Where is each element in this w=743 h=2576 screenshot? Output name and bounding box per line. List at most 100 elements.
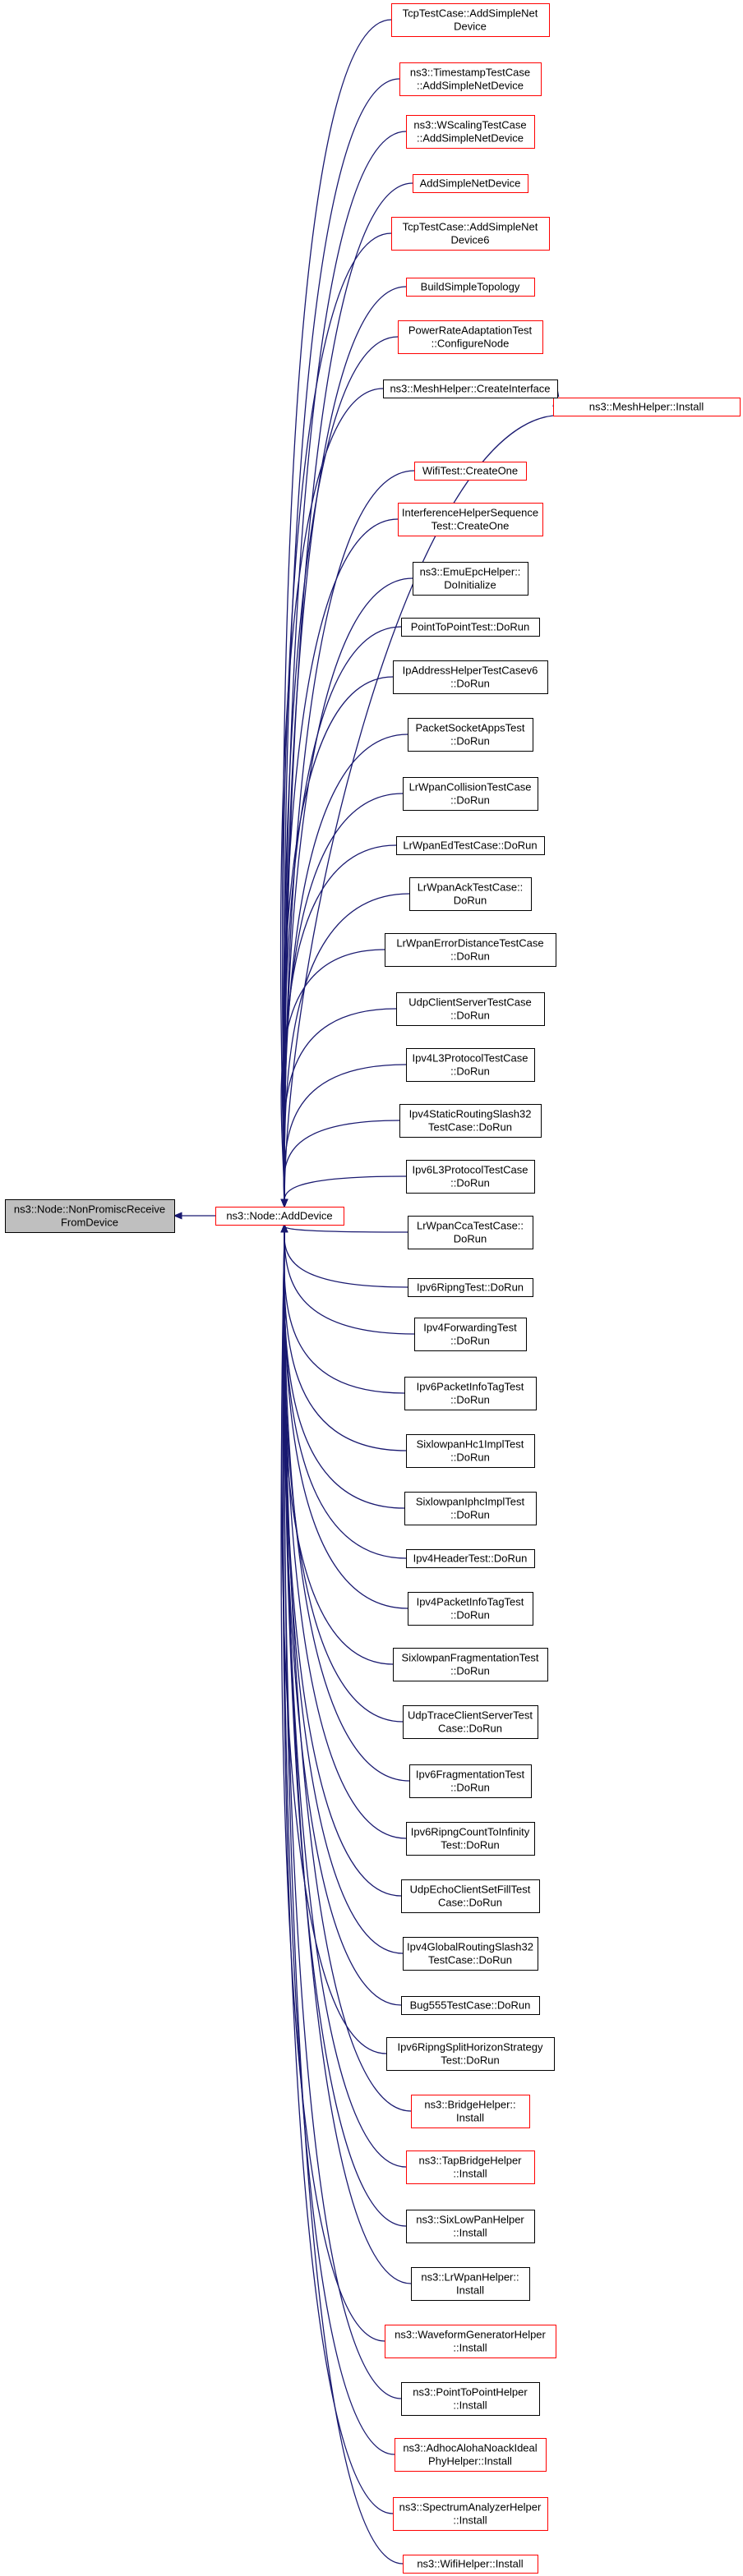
node-label: TestCase::DoRun (428, 1954, 512, 1966)
node-label: ns3::Node::NonPromiscReceive (14, 1203, 165, 1216)
node-caller-c36[interactable]: Bug555TestCase::DoRun (401, 1996, 540, 2015)
node-label: ns3::EmuEpcHelper:: (420, 566, 521, 578)
node-caller-c2[interactable]: ns3::WScalingTestCase::AddSimpleNetDevic… (406, 115, 535, 149)
node-mesh-helper-install[interactable]: ns3::MeshHelper::Install (553, 398, 741, 416)
edge-caller-1 (280, 78, 400, 1208)
node-label: ns3::WaveformGeneratorHelper (395, 2329, 546, 2341)
node-caller-c19[interactable]: Ipv4L3ProtocolTestCase::DoRun (406, 1048, 535, 1082)
node-label: ::DoRun (450, 1177, 490, 1189)
node-caller-c39[interactable]: ns3::TapBridgeHelper::Install (406, 2150, 535, 2184)
edge-caller-45 (280, 1223, 394, 2514)
node-label: Install (456, 2112, 484, 2124)
node-label: UdpTraceClientServerTest (408, 1709, 533, 1722)
node-caller-c10[interactable]: ns3::EmuEpcHelper::DoInitialize (413, 562, 528, 596)
node-caller-c21[interactable]: Ipv6L3ProtocolTestCase::DoRun (406, 1160, 535, 1194)
graph-nodes: ns3::Node::NonPromiscReceiveFromDevicens… (5, 3, 741, 2574)
node-label: ns3::BridgeHelper:: (424, 2099, 515, 2111)
node-caller-c9[interactable]: InterferenceHelperSequenceTest::CreateOn… (398, 503, 543, 536)
node-label: Device6 (451, 234, 490, 246)
node-caller-c27[interactable]: SixlowpanIphcImplTest::DoRun (404, 1492, 537, 1525)
node-label: IpAddressHelperTestCasev6 (403, 665, 538, 677)
node-caller-c23[interactable]: Ipv6RipngTest::DoRun (408, 1278, 533, 1297)
node-label: Install (456, 2284, 484, 2297)
node-label: AddSimpleNetDevice (420, 177, 521, 190)
node-caller-c25[interactable]: Ipv6PacketInfoTagTest::DoRun (404, 1377, 537, 1410)
node-label: Ipv6PacketInfoTagTest (417, 1381, 524, 1393)
node-caller-c15[interactable]: LrWpanEdTestCase::DoRun (396, 836, 545, 855)
edge-caller-46 (280, 1223, 404, 2564)
node-caller-c38[interactable]: ns3::BridgeHelper::Install (411, 2095, 530, 2128)
node-label: ::DoRun (450, 1394, 490, 1406)
node-label: Case::DoRun (438, 1897, 502, 1909)
edge-caller-7 (279, 388, 384, 1208)
node-caller-c26[interactable]: SixlowpanHc1ImplTest::DoRun (406, 1434, 535, 1468)
graph-edges (173, 19, 560, 2564)
node-caller-c24[interactable]: Ipv4ForwardingTest::DoRun (414, 1318, 527, 1351)
node-caller-c1[interactable]: ns3::TimestampTestCase::AddSimpleNetDevi… (399, 62, 542, 96)
node-label: Ipv6RipngTest::DoRun (417, 1281, 524, 1294)
node-label: Ipv4PacketInfoTagTest (417, 1596, 524, 1608)
edge-caller-6 (280, 336, 399, 1208)
node-caller-c16[interactable]: LrWpanAckTestCase::DoRun (409, 877, 532, 911)
node-caller-c28[interactable]: Ipv4HeaderTest::DoRun (406, 1549, 535, 1568)
node-caller-c30[interactable]: SixlowpanFragmentationTest::DoRun (393, 1648, 548, 1681)
node-caller-c0[interactable]: TcpTestCase::AddSimpleNetDevice (391, 3, 550, 37)
node-label: Ipv6RipngSplitHorizonStrategy (397, 2041, 543, 2054)
node-caller-c3[interactable]: AddSimpleNetDevice (413, 174, 528, 193)
node-label: Ipv4StaticRoutingSlash32 (409, 1108, 532, 1120)
node-caller-c42[interactable]: ns3::WaveformGeneratorHelper::Install (385, 2325, 556, 2358)
node-caller-c14[interactable]: LrWpanCollisionTestCase::DoRun (403, 777, 538, 811)
node-label: Bug555TestCase::DoRun (410, 1999, 531, 2012)
node-caller-c7[interactable]: ns3::MeshHelper::CreateInterface (383, 380, 558, 398)
node-caller-c5[interactable]: BuildSimpleTopology (406, 278, 535, 297)
node-caller-c13[interactable]: PacketSocketAppsTest::DoRun (408, 718, 533, 752)
node-caller-c8[interactable]: WifiTest::CreateOne (414, 462, 527, 481)
node-label: TcpTestCase::AddSimpleNet (403, 221, 538, 233)
node-caller-c41[interactable]: ns3::LrWpanHelper::Install (411, 2267, 530, 2301)
node-label: PacketSocketAppsTest (416, 722, 525, 734)
node-label: ::DoRun (450, 1451, 490, 1464)
node-caller-c17[interactable]: LrWpanErrorDistanceTestCase::DoRun (385, 933, 556, 967)
node-caller-c46[interactable]: ns3::WifiHelper::Install (403, 2555, 538, 2574)
edge-caller-36 (280, 1223, 402, 2006)
node-label: ::DoRun (450, 678, 490, 690)
edge-caller-39 (280, 1223, 407, 2168)
node-label: ::AddSimpleNetDevice (417, 132, 524, 145)
node-label: ns3::MeshHelper::Install (589, 401, 704, 413)
node-caller-c18[interactable]: UdpClientServerTestCase::DoRun (396, 992, 545, 1026)
node-label: ns3::WifiHelper::Install (417, 2558, 523, 2570)
edge-caller-26 (280, 1223, 407, 1451)
node-caller-c43[interactable]: ns3::PointToPointHelper::Install (401, 2382, 540, 2416)
node-caller-c32[interactable]: Ipv6FragmentationTest::DoRun (409, 1764, 532, 1798)
edge-caller-24 (280, 1223, 415, 1335)
node-label: ::Install (453, 2399, 487, 2412)
node-label: DoRun (454, 1233, 487, 1245)
node-label: SixlowpanHc1ImplTest (417, 1438, 524, 1451)
node-label: ::DoRun (450, 735, 490, 748)
node-caller-c29[interactable]: Ipv4PacketInfoTagTest::DoRun (408, 1592, 533, 1626)
node-label: LrWpanErrorDistanceTestCase (396, 937, 543, 950)
node-caller-c22[interactable]: LrWpanCcaTestCase::DoRun (408, 1216, 533, 1249)
node-caller-c6[interactable]: PowerRateAdaptationTest::ConfigureNode (398, 320, 543, 354)
node-add-device[interactable]: ns3::Node::AddDevice (215, 1207, 344, 1226)
node-label: SixlowpanFragmentationTest (402, 1652, 539, 1664)
node-label: FromDevice (61, 1217, 118, 1229)
node-label: SixlowpanIphcImplTest (416, 1496, 525, 1508)
node-caller-c44[interactable]: ns3::AdhocAlohaNoackIdealPhyHelper::Inst… (395, 2438, 547, 2472)
node-label: ns3::LrWpanHelper:: (421, 2271, 519, 2284)
node-caller-c12[interactable]: IpAddressHelperTestCasev6::DoRun (393, 660, 548, 694)
node-caller-c45[interactable]: ns3::SpectrumAnalyzerHelper::Install (393, 2497, 548, 2531)
node-caller-c11[interactable]: PointToPointTest::DoRun (401, 618, 540, 637)
node-label: ns3::SpectrumAnalyzerHelper (399, 2501, 542, 2514)
node-label: Case::DoRun (438, 1723, 502, 1735)
node-caller-c40[interactable]: ns3::SixLowPanHelper::Install (406, 2210, 535, 2243)
